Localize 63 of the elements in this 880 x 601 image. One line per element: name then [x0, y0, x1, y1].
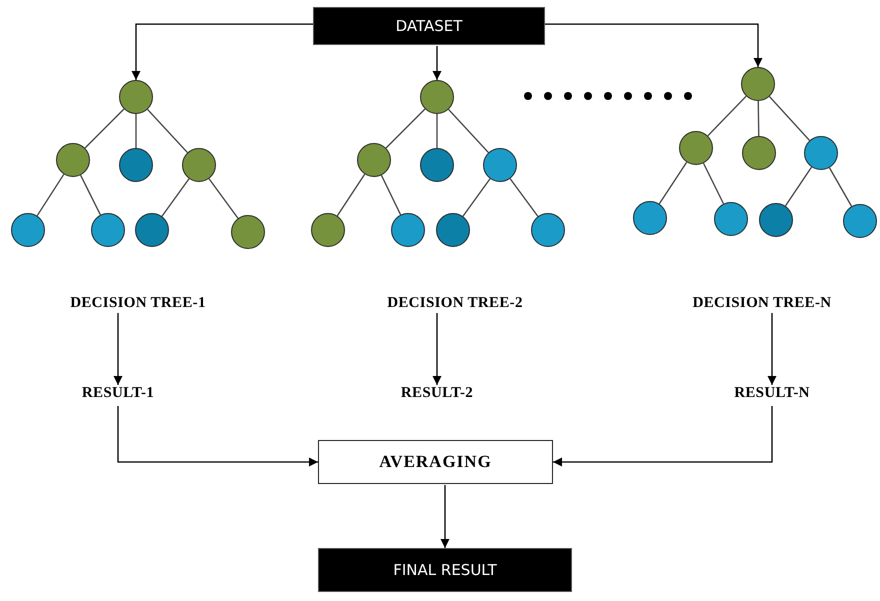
- tree-node-circle: [436, 213, 470, 247]
- tree-node-circle: [843, 204, 877, 238]
- arrow: [432, 313, 442, 385]
- tree-node-circle: [759, 203, 793, 237]
- tree-node-circle: [311, 213, 345, 247]
- label-box: DATASET: [313, 7, 545, 45]
- tree-branch-line: [462, 178, 491, 217]
- tree-node-circle: [420, 80, 454, 114]
- tree-branch-line: [436, 114, 438, 148]
- tree-node-circle: [741, 67, 775, 101]
- tree-node-circle: [633, 201, 667, 235]
- tree-node-circle: [391, 213, 425, 247]
- tree-node-circle: [119, 148, 153, 182]
- tree-branch-line: [658, 162, 688, 204]
- tree-branch-line: [161, 178, 190, 217]
- tree-branch-line: [784, 166, 812, 206]
- tree-node-circle: [679, 131, 713, 165]
- tree-branch-line: [828, 167, 852, 207]
- tree-branch-line: [768, 96, 810, 141]
- tree-node-circle: [742, 136, 776, 170]
- arrow: [114, 313, 122, 385]
- tree-node-circle: [135, 213, 169, 247]
- arrow: [117, 406, 318, 466]
- tree-branch-line: [702, 162, 724, 204]
- tree-branch-line: [707, 96, 747, 136]
- node-label: DECISION TREE-1: [70, 295, 206, 312]
- tree-branch-line: [758, 101, 760, 136]
- tree-branch-line: [84, 108, 124, 148]
- arrow: [432, 46, 442, 80]
- node-label: DECISION TREE-N: [692, 295, 832, 312]
- tree-node-circle: [714, 202, 748, 236]
- node-label: DECISION TREE-2: [387, 295, 523, 312]
- tree-branch-line: [510, 178, 538, 217]
- tree-node-circle: [11, 213, 45, 247]
- tree-node-circle: [531, 213, 565, 247]
- arrow: [553, 406, 773, 466]
- node-label: RESULT-N: [734, 385, 810, 402]
- tree-branch-line: [80, 174, 101, 216]
- tree-branch-line: [336, 174, 366, 216]
- arrow: [440, 485, 450, 548]
- tree-node-circle: [420, 148, 454, 182]
- node-label: RESULT-2: [400, 385, 474, 402]
- tree-node-circle: [56, 143, 90, 177]
- arrow: [132, 23, 313, 80]
- tree-branch-line: [147, 109, 188, 153]
- tree-node-circle: [119, 80, 153, 114]
- label-box: FINAL RESULT: [318, 548, 572, 592]
- tree-node-circle: [182, 148, 216, 182]
- tree-branch-line: [36, 174, 64, 216]
- tree-branch-line: [135, 114, 137, 148]
- node-label: RESULT-1: [82, 385, 154, 402]
- arrow: [545, 23, 762, 67]
- arrow: [768, 313, 776, 385]
- tree-node-circle: [357, 143, 391, 177]
- tree-node-circle: [91, 213, 125, 247]
- tree-branch-line: [386, 108, 426, 148]
- tree-branch-line: [208, 178, 238, 219]
- tree-node-circle: [231, 215, 265, 249]
- tree-branch-line: [448, 109, 489, 153]
- tree-node-circle: [483, 148, 517, 182]
- tree-node-circle: [804, 136, 838, 170]
- tree-branch-line: [380, 175, 402, 215]
- process-box: AVERAGING: [318, 440, 553, 484]
